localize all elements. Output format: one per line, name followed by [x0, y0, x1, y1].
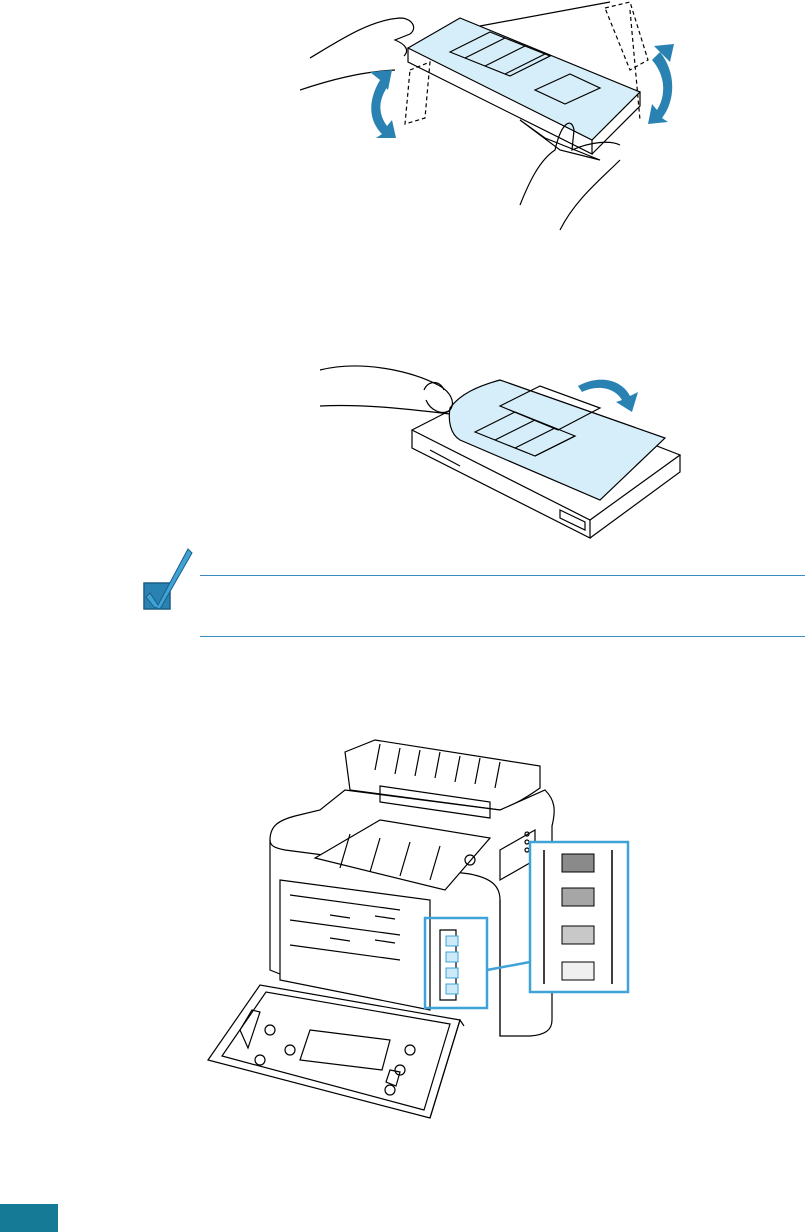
note-top-rule	[200, 575, 805, 576]
toner-swatch-1	[562, 854, 594, 872]
cartridge-protective-cover-removal-illustration	[300, 350, 700, 540]
toner-swatch-2	[562, 888, 594, 906]
page-number-tab	[0, 1204, 58, 1232]
toner-swatch-4	[562, 962, 594, 980]
toner-swatch-3	[562, 926, 594, 944]
cartridge-shake-illustration	[300, 0, 680, 235]
note-text	[214, 590, 794, 626]
checkmark-note-icon	[142, 543, 194, 613]
printer-open-front-cover-illustration	[200, 730, 640, 1120]
note-bottom-rule	[200, 636, 805, 637]
curved-arrow-icon	[578, 380, 638, 412]
